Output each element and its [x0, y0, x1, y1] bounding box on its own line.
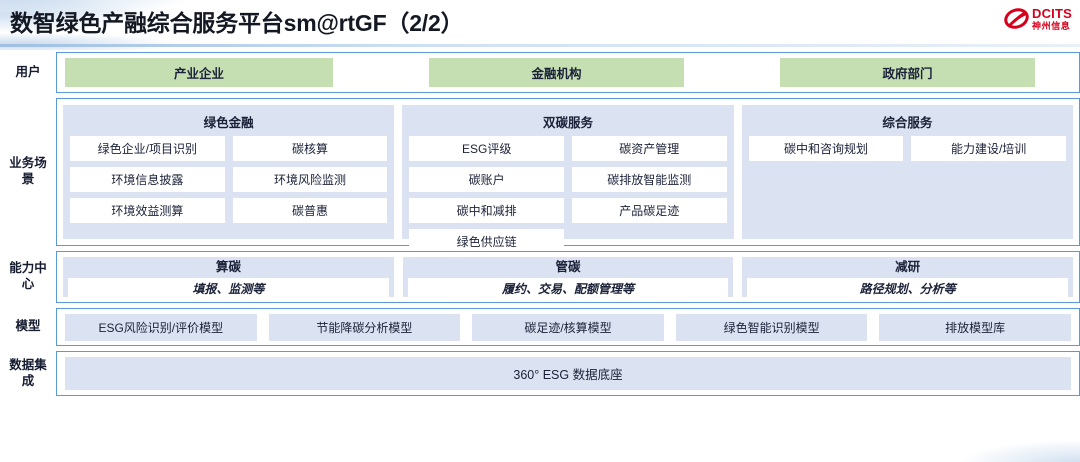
row-label-capability-center: 能力中心 — [9, 261, 47, 291]
capability-group-carbon-reduction-research: 减研 路径规划、分析等 — [742, 257, 1074, 299]
brand-name-en: DCITS — [1032, 5, 1072, 21]
model-chip-carbon-footprint[interactable]: 碳足迹/核算模型 — [472, 313, 664, 341]
business-item[interactable]: 碳普惠 — [232, 198, 388, 223]
business-group-items: 碳中和咨询规划 能力建设/培训 — [748, 136, 1066, 161]
capability-group-carbon-management: 管碳 履约、交易、配额管理等 — [402, 257, 734, 299]
capability-group-subtitle[interactable]: 履约、交易、配额管理等 — [407, 277, 729, 299]
footer-decorative-swoosh — [900, 402, 1080, 462]
user-chip-financial[interactable]: 金融机构 — [429, 58, 684, 87]
header-divider — [0, 44, 1080, 47]
layer-row-user: 用户 产业企业 金融机构 政府部门 — [0, 52, 1080, 93]
business-group-green-finance: 绿色金融 绿色企业/项目识别 碳核算 环境信息披露 环境风险监测 环境效益测算 … — [63, 105, 395, 239]
business-group-title: 绿色金融 — [203, 116, 254, 130]
brand-logo: DCITS 神州信息 — [1004, 6, 1072, 31]
row-body-user: 产业企业 金融机构 政府部门 — [56, 52, 1080, 93]
page-header: 数智绿色产融综合服务平台sm@rtGF（2/2） DCITS 神州信息 — [0, 0, 1080, 50]
model-chip-green-recognition[interactable]: 绿色智能识别模型 — [675, 313, 868, 341]
capability-group-title: 减研 — [895, 260, 921, 274]
business-item[interactable]: 产品碳足迹 — [571, 198, 727, 223]
dcits-logo-icon — [1004, 6, 1029, 31]
business-item[interactable]: 碳中和减排 — [409, 198, 564, 223]
layer-row-model: 模型 ESG风险识别/评价模型 节能降碳分析模型 碳足迹/核算模型 绿色智能识别… — [0, 308, 1080, 346]
business-group-title: 综合服务 — [882, 116, 933, 130]
row-body-model: ESG风险识别/评价模型 节能降碳分析模型 碳足迹/核算模型 绿色智能识别模型 … — [56, 308, 1080, 346]
business-group-integrated-services: 综合服务 碳中和咨询规划 能力建设/培训 — [741, 105, 1073, 239]
business-item[interactable]: 环境效益测算 — [70, 198, 225, 223]
row-body-data-integration: 360° ESG 数据底座 — [56, 351, 1080, 396]
page-title: 数智绿色产融综合服务平台sm@rtGF（2/2） — [10, 10, 464, 36]
business-item[interactable]: 碳排放智能监测 — [571, 167, 727, 192]
capability-group-subtitle[interactable]: 填报、监测等 — [68, 277, 389, 299]
row-label-model: 模型 — [15, 319, 41, 334]
business-item[interactable]: 能力建设/培训 — [911, 136, 1066, 161]
row-label-user: 用户 — [15, 64, 41, 79]
business-item[interactable]: 环境信息披露 — [70, 167, 225, 192]
business-group-title: 双碳服务 — [542, 116, 593, 130]
row-label-business-scenario: 业务场景 — [9, 156, 47, 186]
model-chip-emission-library[interactable]: 排放模型库 — [879, 313, 1071, 341]
business-item[interactable]: ESG评级 — [409, 136, 564, 161]
model-chip-energy-saving[interactable]: 节能降碳分析模型 — [268, 313, 461, 341]
business-item[interactable]: 碳核算 — [232, 136, 388, 161]
brand-name-cn: 神州信息 — [1032, 20, 1071, 31]
row-body-capability-center: 算碳 填报、监测等 管碳 履约、交易、配额管理等 减研 路径规划、分析等 — [56, 251, 1080, 303]
data-foundation-band[interactable]: 360° ESG 数据底座 — [65, 357, 1071, 390]
user-chip-government[interactable]: 政府部门 — [780, 58, 1035, 87]
business-item[interactable]: 碳中和咨询规划 — [748, 136, 904, 161]
architecture-diagram: 用户 产业企业 金融机构 政府部门 业务场景 绿色金融 绿色企业/项目识别 碳核… — [0, 52, 1080, 401]
layer-row-business-scenario: 业务场景 绿色金融 绿色企业/项目识别 碳核算 环境信息披露 环境风险监测 环境… — [0, 98, 1080, 254]
row-label-data-integration: 数据集成 — [9, 357, 47, 388]
user-chip-industry[interactable]: 产业企业 — [65, 58, 333, 87]
business-item[interactable]: 环境风险监测 — [232, 167, 388, 192]
capability-group-carbon-accounting: 算碳 填报、监测等 — [63, 257, 394, 299]
row-body-business-scenario: 绿色金融 绿色企业/项目识别 碳核算 环境信息披露 环境风险监测 环境效益测算 … — [56, 98, 1080, 254]
business-item[interactable]: 绿色供应链 — [409, 229, 564, 254]
capability-group-title: 算碳 — [215, 260, 241, 274]
business-item[interactable]: 碳资产管理 — [571, 136, 727, 161]
business-item[interactable]: 绿色企业/项目识别 — [70, 136, 225, 161]
layer-row-capability-center: 能力中心 算碳 填报、监测等 管碳 履约、交易、配额管理等 减研 路径规划、分析… — [0, 251, 1080, 303]
model-chip-esg-risk[interactable]: ESG风险识别/评价模型 — [65, 313, 257, 341]
capability-group-subtitle[interactable]: 路径规划、分析等 — [747, 277, 1069, 299]
business-group-items: 绿色企业/项目识别 碳核算 环境信息披露 环境风险监测 环境效益测算 碳普惠 — [70, 136, 388, 223]
capability-group-title: 管碳 — [555, 260, 581, 274]
business-item[interactable]: 碳账户 — [409, 167, 564, 192]
business-group-items: ESG评级 碳资产管理 碳账户 碳排放智能监测 碳中和减排 产品碳足迹 绿色供应… — [409, 136, 727, 254]
layer-row-data-integration: 数据集成 360° ESG 数据底座 — [0, 351, 1080, 396]
business-group-dual-carbon: 双碳服务 ESG评级 碳资产管理 碳账户 碳排放智能监测 碳中和减排 产品碳足迹… — [402, 105, 734, 254]
